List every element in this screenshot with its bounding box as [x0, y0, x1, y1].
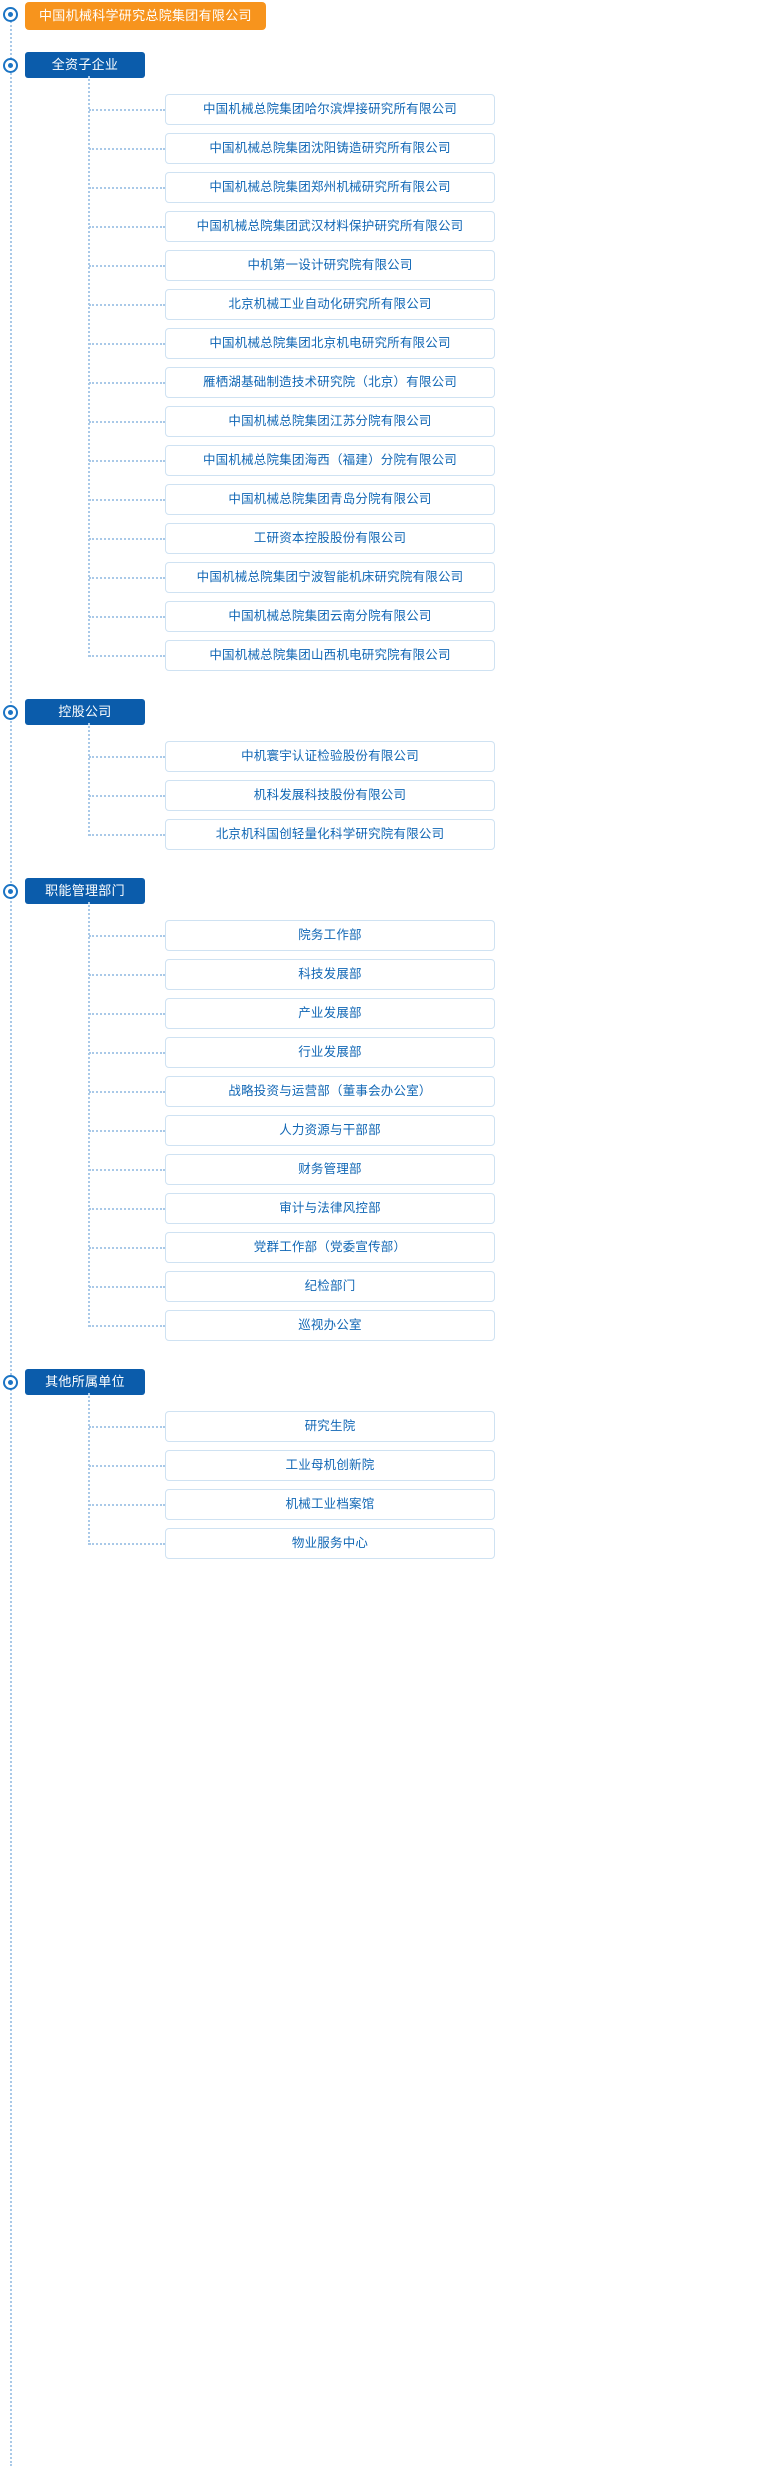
child-row: 中国机械总院集团武汉材料保护研究所有限公司	[0, 207, 779, 246]
child-row: 巡视办公室	[0, 1306, 779, 1345]
child-row: 中国机械总院集团山西机电研究院有限公司	[0, 636, 779, 675]
org-node-4-3[interactable]: 机械工业档案馆	[165, 1489, 495, 1520]
org-node-3-2[interactable]: 科技发展部	[165, 959, 495, 990]
org-node-1-6[interactable]: 北京机械工业自动化研究所有限公司	[165, 289, 495, 320]
org-node-3-11[interactable]: 巡视办公室	[165, 1310, 495, 1341]
org-node-1-9[interactable]: 中国机械总院集团江苏分院有限公司	[165, 406, 495, 437]
org-node-4-4[interactable]: 物业服务中心	[165, 1528, 495, 1559]
org-section-3: 职能管理部门 院务工作部 科技发展部 产业发展部 行业发展部 战略投资与运营部（…	[0, 874, 779, 1351]
section-marker-icon	[3, 705, 18, 720]
child-row: 战略投资与运营部（董事会办公室）	[0, 1072, 779, 1111]
child-row: 北京机械工业自动化研究所有限公司	[0, 285, 779, 324]
child-row: 雁栖湖基础制造技术研究院（北京）有限公司	[0, 363, 779, 402]
org-node-4-2[interactable]: 工业母机创新院	[165, 1450, 495, 1481]
org-section-4: 其他所属单位 研究生院 工业母机创新院 机械工业档案馆 物业服务中心	[0, 1365, 779, 1569]
org-node-3-10[interactable]: 纪检部门	[165, 1271, 495, 1302]
child-row: 科技发展部	[0, 955, 779, 994]
child-row: 机械工业档案馆	[0, 1485, 779, 1524]
section-marker-icon	[3, 1375, 18, 1390]
child-row: 中国机械总院集团宁波智能机床研究院有限公司	[0, 558, 779, 597]
org-node-1-4[interactable]: 中国机械总院集团武汉材料保护研究所有限公司	[165, 211, 495, 242]
child-row: 中国机械总院集团郑州机械研究所有限公司	[0, 168, 779, 207]
org-node-1-11[interactable]: 中国机械总院集团青岛分院有限公司	[165, 484, 495, 515]
section-header-row: 控股公司	[0, 695, 779, 737]
sections-container: 全资子企业 中国机械总院集团哈尔滨焊接研究所有限公司 中国机械总院集团沈阳铸造研…	[0, 48, 779, 1569]
org-node-3-1[interactable]: 院务工作部	[165, 920, 495, 951]
section-children-3: 院务工作部 科技发展部 产业发展部 行业发展部 战略投资与运营部（董事会办公室）…	[0, 902, 779, 1351]
child-row: 中机寰宇认证检验股份有限公司	[0, 737, 779, 776]
child-row: 党群工作部（党委宣传部）	[0, 1228, 779, 1267]
section-children-2: 中机寰宇认证检验股份有限公司 机科发展科技股份有限公司 北京机科国创轻量化科学研…	[0, 723, 779, 860]
child-row: 纪检部门	[0, 1267, 779, 1306]
section-children-1: 中国机械总院集团哈尔滨焊接研究所有限公司 中国机械总院集团沈阳铸造研究所有限公司…	[0, 76, 779, 681]
root-row: 中国机械科学研究总院集团有限公司	[0, 0, 779, 48]
section-title-2[interactable]: 控股公司	[25, 699, 145, 725]
section-header-row: 其他所属单位	[0, 1365, 779, 1407]
org-node-2-2[interactable]: 机科发展科技股份有限公司	[165, 780, 495, 811]
child-row: 财务管理部	[0, 1150, 779, 1189]
section-marker-icon	[3, 58, 18, 73]
org-node-1-12[interactable]: 工研资本控股股份有限公司	[165, 523, 495, 554]
org-node-3-6[interactable]: 人力资源与干部部	[165, 1115, 495, 1146]
org-node-3-4[interactable]: 行业发展部	[165, 1037, 495, 1068]
child-row: 中国机械总院集团云南分院有限公司	[0, 597, 779, 636]
section-title-3[interactable]: 职能管理部门	[25, 878, 145, 904]
org-node-1-7[interactable]: 中国机械总院集团北京机电研究所有限公司	[165, 328, 495, 359]
child-row: 研究生院	[0, 1407, 779, 1446]
child-row: 中国机械总院集团北京机电研究所有限公司	[0, 324, 779, 363]
org-node-1-13[interactable]: 中国机械总院集团宁波智能机床研究院有限公司	[165, 562, 495, 593]
child-row: 北京机科国创轻量化科学研究院有限公司	[0, 815, 779, 854]
child-row: 产业发展部	[0, 994, 779, 1033]
section-title-4[interactable]: 其他所属单位	[25, 1369, 145, 1395]
org-node-3-3[interactable]: 产业发展部	[165, 998, 495, 1029]
org-node-3-7[interactable]: 财务管理部	[165, 1154, 495, 1185]
org-node-1-5[interactable]: 中机第一设计研究院有限公司	[165, 250, 495, 281]
org-node-1-1[interactable]: 中国机械总院集团哈尔滨焊接研究所有限公司	[165, 94, 495, 125]
child-row: 中国机械总院集团海西（福建）分院有限公司	[0, 441, 779, 480]
org-section-1: 全资子企业 中国机械总院集团哈尔滨焊接研究所有限公司 中国机械总院集团沈阳铸造研…	[0, 48, 779, 681]
org-node-2-1[interactable]: 中机寰宇认证检验股份有限公司	[165, 741, 495, 772]
root-node-marker-icon	[3, 7, 18, 22]
org-node-3-9[interactable]: 党群工作部（党委宣传部）	[165, 1232, 495, 1263]
child-row: 物业服务中心	[0, 1524, 779, 1563]
org-node-1-10[interactable]: 中国机械总院集团海西（福建）分院有限公司	[165, 445, 495, 476]
child-row: 工研资本控股股份有限公司	[0, 519, 779, 558]
section-marker-icon	[3, 884, 18, 899]
child-row: 中机第一设计研究院有限公司	[0, 246, 779, 285]
org-node-4-1[interactable]: 研究生院	[165, 1411, 495, 1442]
child-row: 院务工作部	[0, 916, 779, 955]
section-title-1[interactable]: 全资子企业	[25, 52, 145, 78]
child-row: 机科发展科技股份有限公司	[0, 776, 779, 815]
section-children-4: 研究生院 工业母机创新院 机械工业档案馆 物业服务中心	[0, 1393, 779, 1569]
root-node[interactable]: 中国机械科学研究总院集团有限公司	[25, 2, 266, 30]
child-row: 人力资源与干部部	[0, 1111, 779, 1150]
child-row: 审计与法律风控部	[0, 1189, 779, 1228]
child-row: 中国机械总院集团哈尔滨焊接研究所有限公司	[0, 90, 779, 129]
org-node-1-14[interactable]: 中国机械总院集团云南分院有限公司	[165, 601, 495, 632]
section-header-row: 全资子企业	[0, 48, 779, 90]
section-header-row: 职能管理部门	[0, 874, 779, 916]
org-node-3-8[interactable]: 审计与法律风控部	[165, 1193, 495, 1224]
org-node-1-3[interactable]: 中国机械总院集团郑州机械研究所有限公司	[165, 172, 495, 203]
child-row: 行业发展部	[0, 1033, 779, 1072]
org-chart-spine	[10, 14, 12, 2466]
child-row: 中国机械总院集团江苏分院有限公司	[0, 402, 779, 441]
child-row: 中国机械总院集团沈阳铸造研究所有限公司	[0, 129, 779, 168]
child-row: 工业母机创新院	[0, 1446, 779, 1485]
org-node-2-3[interactable]: 北京机科国创轻量化科学研究院有限公司	[165, 819, 495, 850]
org-node-1-8[interactable]: 雁栖湖基础制造技术研究院（北京）有限公司	[165, 367, 495, 398]
org-section-2: 控股公司 中机寰宇认证检验股份有限公司 机科发展科技股份有限公司 北京机科国创轻…	[0, 695, 779, 860]
child-row: 中国机械总院集团青岛分院有限公司	[0, 480, 779, 519]
org-node-1-15[interactable]: 中国机械总院集团山西机电研究院有限公司	[165, 640, 495, 671]
org-node-1-2[interactable]: 中国机械总院集团沈阳铸造研究所有限公司	[165, 133, 495, 164]
org-node-3-5[interactable]: 战略投资与运营部（董事会办公室）	[165, 1076, 495, 1107]
